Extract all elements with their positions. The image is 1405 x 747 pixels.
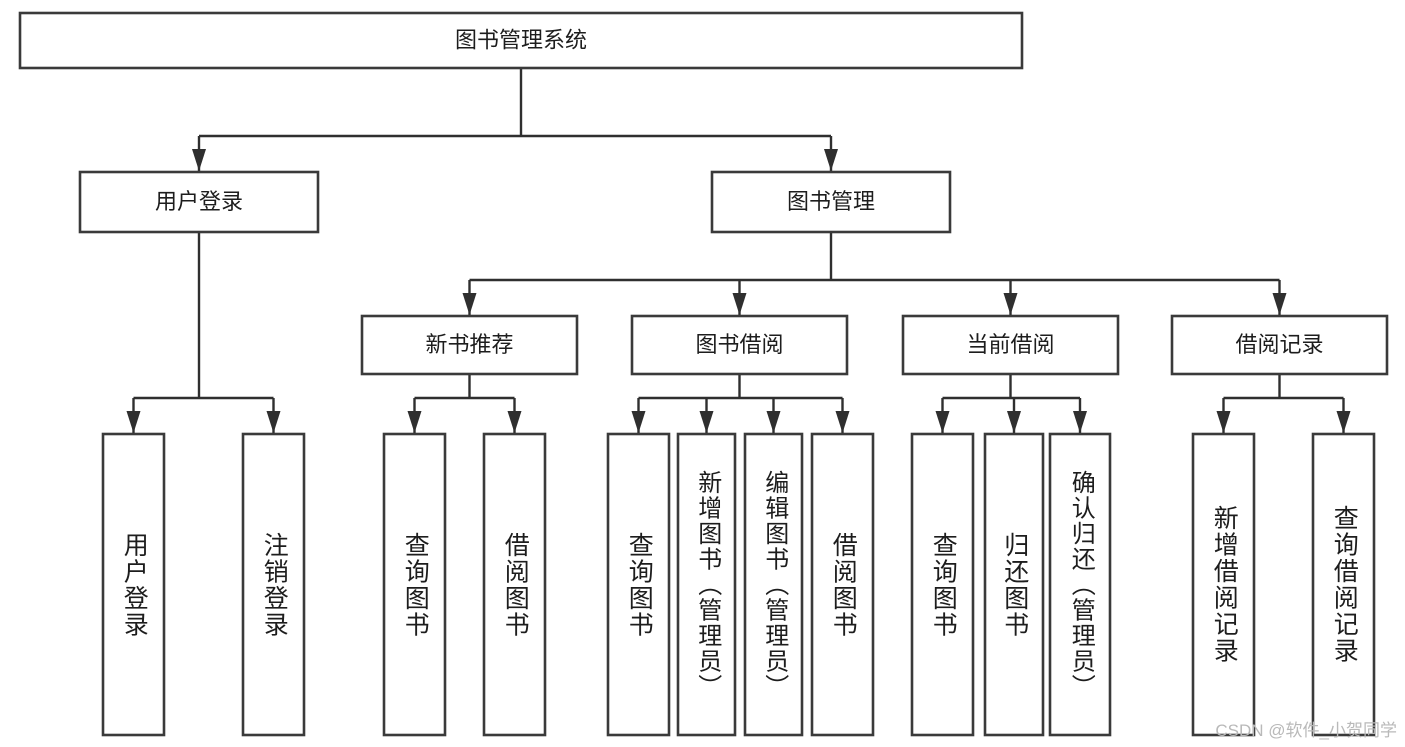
arrow-head-icon-leaf-borrow-book [835,411,850,433]
arrow-head-icon-book-manage [824,149,838,171]
node-box-leaf-query-borrow-record[interactable] [1311,432,1376,737]
node-box-leaf-add-book-admin[interactable] [676,432,737,737]
node-box-leaf-user-login[interactable] [101,432,166,737]
arrow-head-icon-user-login [192,149,206,171]
arrow-head-icon-leaf-query-book-borrow [631,411,646,433]
arrow-head-icon-current-borrow [1003,293,1018,315]
node-box-leaf-query-book-rec[interactable] [382,432,447,737]
node-label-book-borrow: 图书借阅 [695,332,783,357]
node-box-leaf-return-book[interactable] [983,432,1045,737]
node-box-borrow-record[interactable] [1170,314,1389,376]
node-label-current-borrow: 当前借阅 [966,332,1054,357]
node-box-leaf-borrow-book[interactable] [810,432,875,737]
connectors-layer [126,68,1351,433]
node-box-leaf-query-book-current[interactable] [910,432,975,737]
arrow-head-icon-leaf-add-book-admin [699,411,714,433]
node-box-user-login[interactable] [78,170,320,234]
node-label-borrow-record: 借阅记录 [1235,332,1323,357]
arrow-head-icon-leaf-confirm-return-admin [1073,411,1087,433]
node-box-current-borrow[interactable] [901,314,1120,376]
arrow-head-icon-borrow-record [1272,293,1287,315]
node-box-root[interactable] [18,11,1024,70]
node-label-user-login: 用户登录 [155,189,243,214]
arrow-head-icon-leaf-query-book-current [935,411,950,433]
node-box-new-book-recommend[interactable] [360,314,579,376]
node-box-leaf-add-borrow-record[interactable] [1191,432,1256,737]
arrow-head-icon-leaf-query-book-rec [407,411,422,433]
arrow-head-icon-leaf-query-borrow-record [1336,411,1351,433]
node-box-leaf-logout[interactable] [241,432,306,737]
node-box-book-borrow[interactable] [630,314,849,376]
node-box-book-manage[interactable] [710,170,952,234]
node-label-root: 图书管理系统 [455,27,587,52]
arrow-head-icon-leaf-edit-book-admin [766,411,781,433]
watermark-text: CSDN @软件_小贺同学 [1215,721,1397,740]
node-box-leaf-query-book-borrow[interactable] [606,432,671,737]
arrow-head-icon-leaf-user-login [126,411,141,433]
arrow-head-icon-leaf-borrow-book-rec [507,411,522,433]
arrow-head-icon-leaf-return-book [1007,411,1021,433]
arrow-head-icon-new-book-recommend [462,293,477,315]
node-box-leaf-edit-book-admin[interactable] [743,432,804,737]
node-label-new-book-recommend: 新书推荐 [425,332,513,357]
boxes-layer [18,11,1389,737]
arrow-head-icon-book-borrow [732,293,747,315]
node-label-book-manage: 图书管理 [787,189,875,214]
arrow-head-icon-leaf-add-borrow-record [1216,411,1231,433]
arrow-head-icon-leaf-logout [266,411,281,433]
node-box-leaf-confirm-return-admin[interactable] [1048,432,1112,737]
node-box-leaf-borrow-book-rec[interactable] [482,432,547,737]
